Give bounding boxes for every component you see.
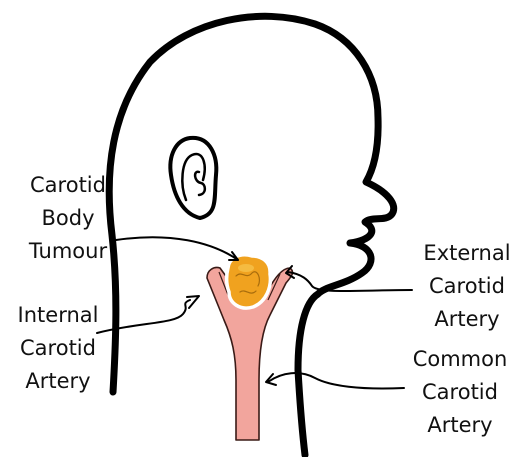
label-external-carotid-artery: External Carotid Artery [423,241,510,331]
label-carotid-body-tumour: Carotid Body Tumour [28,173,108,263]
label-common-carotid-artery: Common Carotid Artery [413,347,508,437]
label-line: External [423,241,510,265]
carotid-body-tumour [227,255,271,308]
label-line: Artery [427,413,492,437]
label-line: Carotid [30,173,106,197]
label-line: Carotid [20,336,96,360]
tumour-arrow [116,237,238,260]
label-line: Artery [434,307,499,331]
label-internal-carotid-artery: Internal Carotid Artery [18,303,99,393]
tumour-mass [227,255,271,308]
common-carotid-arrow [266,373,404,388]
label-line: Artery [25,369,90,393]
tumour-highlight [238,264,254,272]
ear [170,138,216,218]
ear-outer [170,138,216,218]
label-line: Internal [18,303,99,327]
label-line: Common [413,347,508,371]
label-line: Carotid [422,380,498,404]
label-line: Carotid [429,274,505,298]
label-line: Body [41,206,94,230]
label-line: Tumour [28,239,108,263]
